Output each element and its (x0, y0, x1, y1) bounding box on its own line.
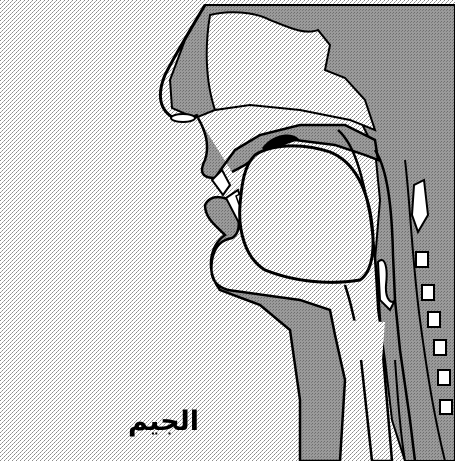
vertebra-7 (440, 400, 452, 414)
nostril (171, 114, 195, 122)
vertebra-5 (434, 340, 446, 355)
vertebra-3 (422, 285, 434, 300)
larynx (342, 320, 385, 360)
caption-label: الجيم (128, 408, 199, 435)
vertebra-2 (416, 252, 428, 267)
vertebra-6 (438, 370, 450, 385)
vertebra-4 (428, 312, 440, 327)
